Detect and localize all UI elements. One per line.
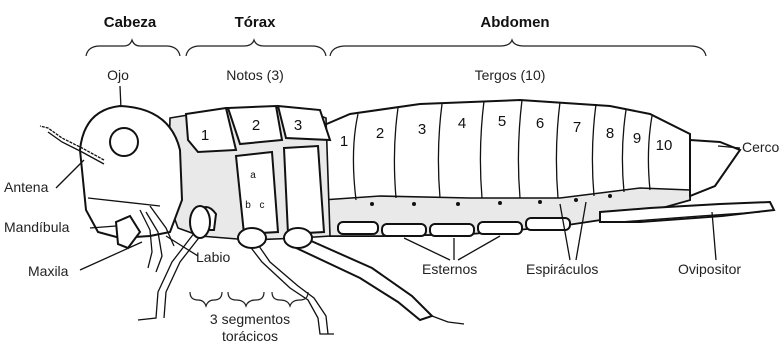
cercus xyxy=(690,140,740,196)
maxilla-label: Maxila xyxy=(28,263,69,279)
region-head-title: Cabeza xyxy=(104,14,157,31)
sterna-pointer-3 xyxy=(458,236,500,260)
thorax-brace xyxy=(186,40,326,56)
tergites-label: Tergos (10) xyxy=(475,67,546,83)
abdomen-segment-1: 1 xyxy=(340,133,348,150)
sterna-label: Esternos xyxy=(422,261,477,277)
abdomen-segment-10: 10 xyxy=(656,137,673,154)
abdomen-segment-9: 9 xyxy=(633,130,641,147)
abdomen-segment-3: 3 xyxy=(418,121,426,138)
antenna-pointer xyxy=(56,160,84,188)
thorax-segment-2: 2 xyxy=(252,117,260,134)
eye-label: Ojo xyxy=(107,67,129,83)
region-thorax-title: Tórax xyxy=(235,14,277,31)
cerci-label: Cercos xyxy=(742,139,780,155)
abdomen-segment-4: 4 xyxy=(458,115,466,132)
abdomen-segment-5: 5 xyxy=(498,113,506,130)
notum-label: Notos (3) xyxy=(226,67,284,83)
ovipositor-pointer xyxy=(712,212,716,260)
abdomen-segment-8: 8 xyxy=(606,125,614,142)
region-abdomen-title: Abdomen xyxy=(480,14,549,31)
thorax-letter-a: a xyxy=(250,170,256,181)
ovipositor-label: Ovipositor xyxy=(678,261,741,277)
thorax-letter-c: c xyxy=(260,200,265,211)
abdomen-segment-6: 6 xyxy=(536,115,544,132)
thorax-letter-b: b xyxy=(245,200,251,211)
thoracic-note-line-2: torácicos xyxy=(222,328,278,344)
abdomen-segment-2: 2 xyxy=(376,125,384,142)
maxilla-pointer xyxy=(80,242,142,270)
spiracles-label: Espiráculos xyxy=(526,261,598,277)
labium-label: Labio xyxy=(196,249,230,265)
abdomen-brace xyxy=(330,40,706,56)
head-brace xyxy=(86,40,180,56)
thoracic-segment-braces xyxy=(190,292,308,306)
antenna-label: Antena xyxy=(4,179,49,195)
sterna-pointer-1 xyxy=(404,238,450,260)
thorax-segment-3: 3 xyxy=(294,117,302,134)
compound-eye xyxy=(110,128,138,156)
thorax-segment-1: 1 xyxy=(201,127,209,144)
mandible-label: Mandíbula xyxy=(4,219,70,235)
abdomen-segment-7: 7 xyxy=(573,119,581,136)
thoracic-note-line-1: 3 segmentos xyxy=(210,311,290,327)
